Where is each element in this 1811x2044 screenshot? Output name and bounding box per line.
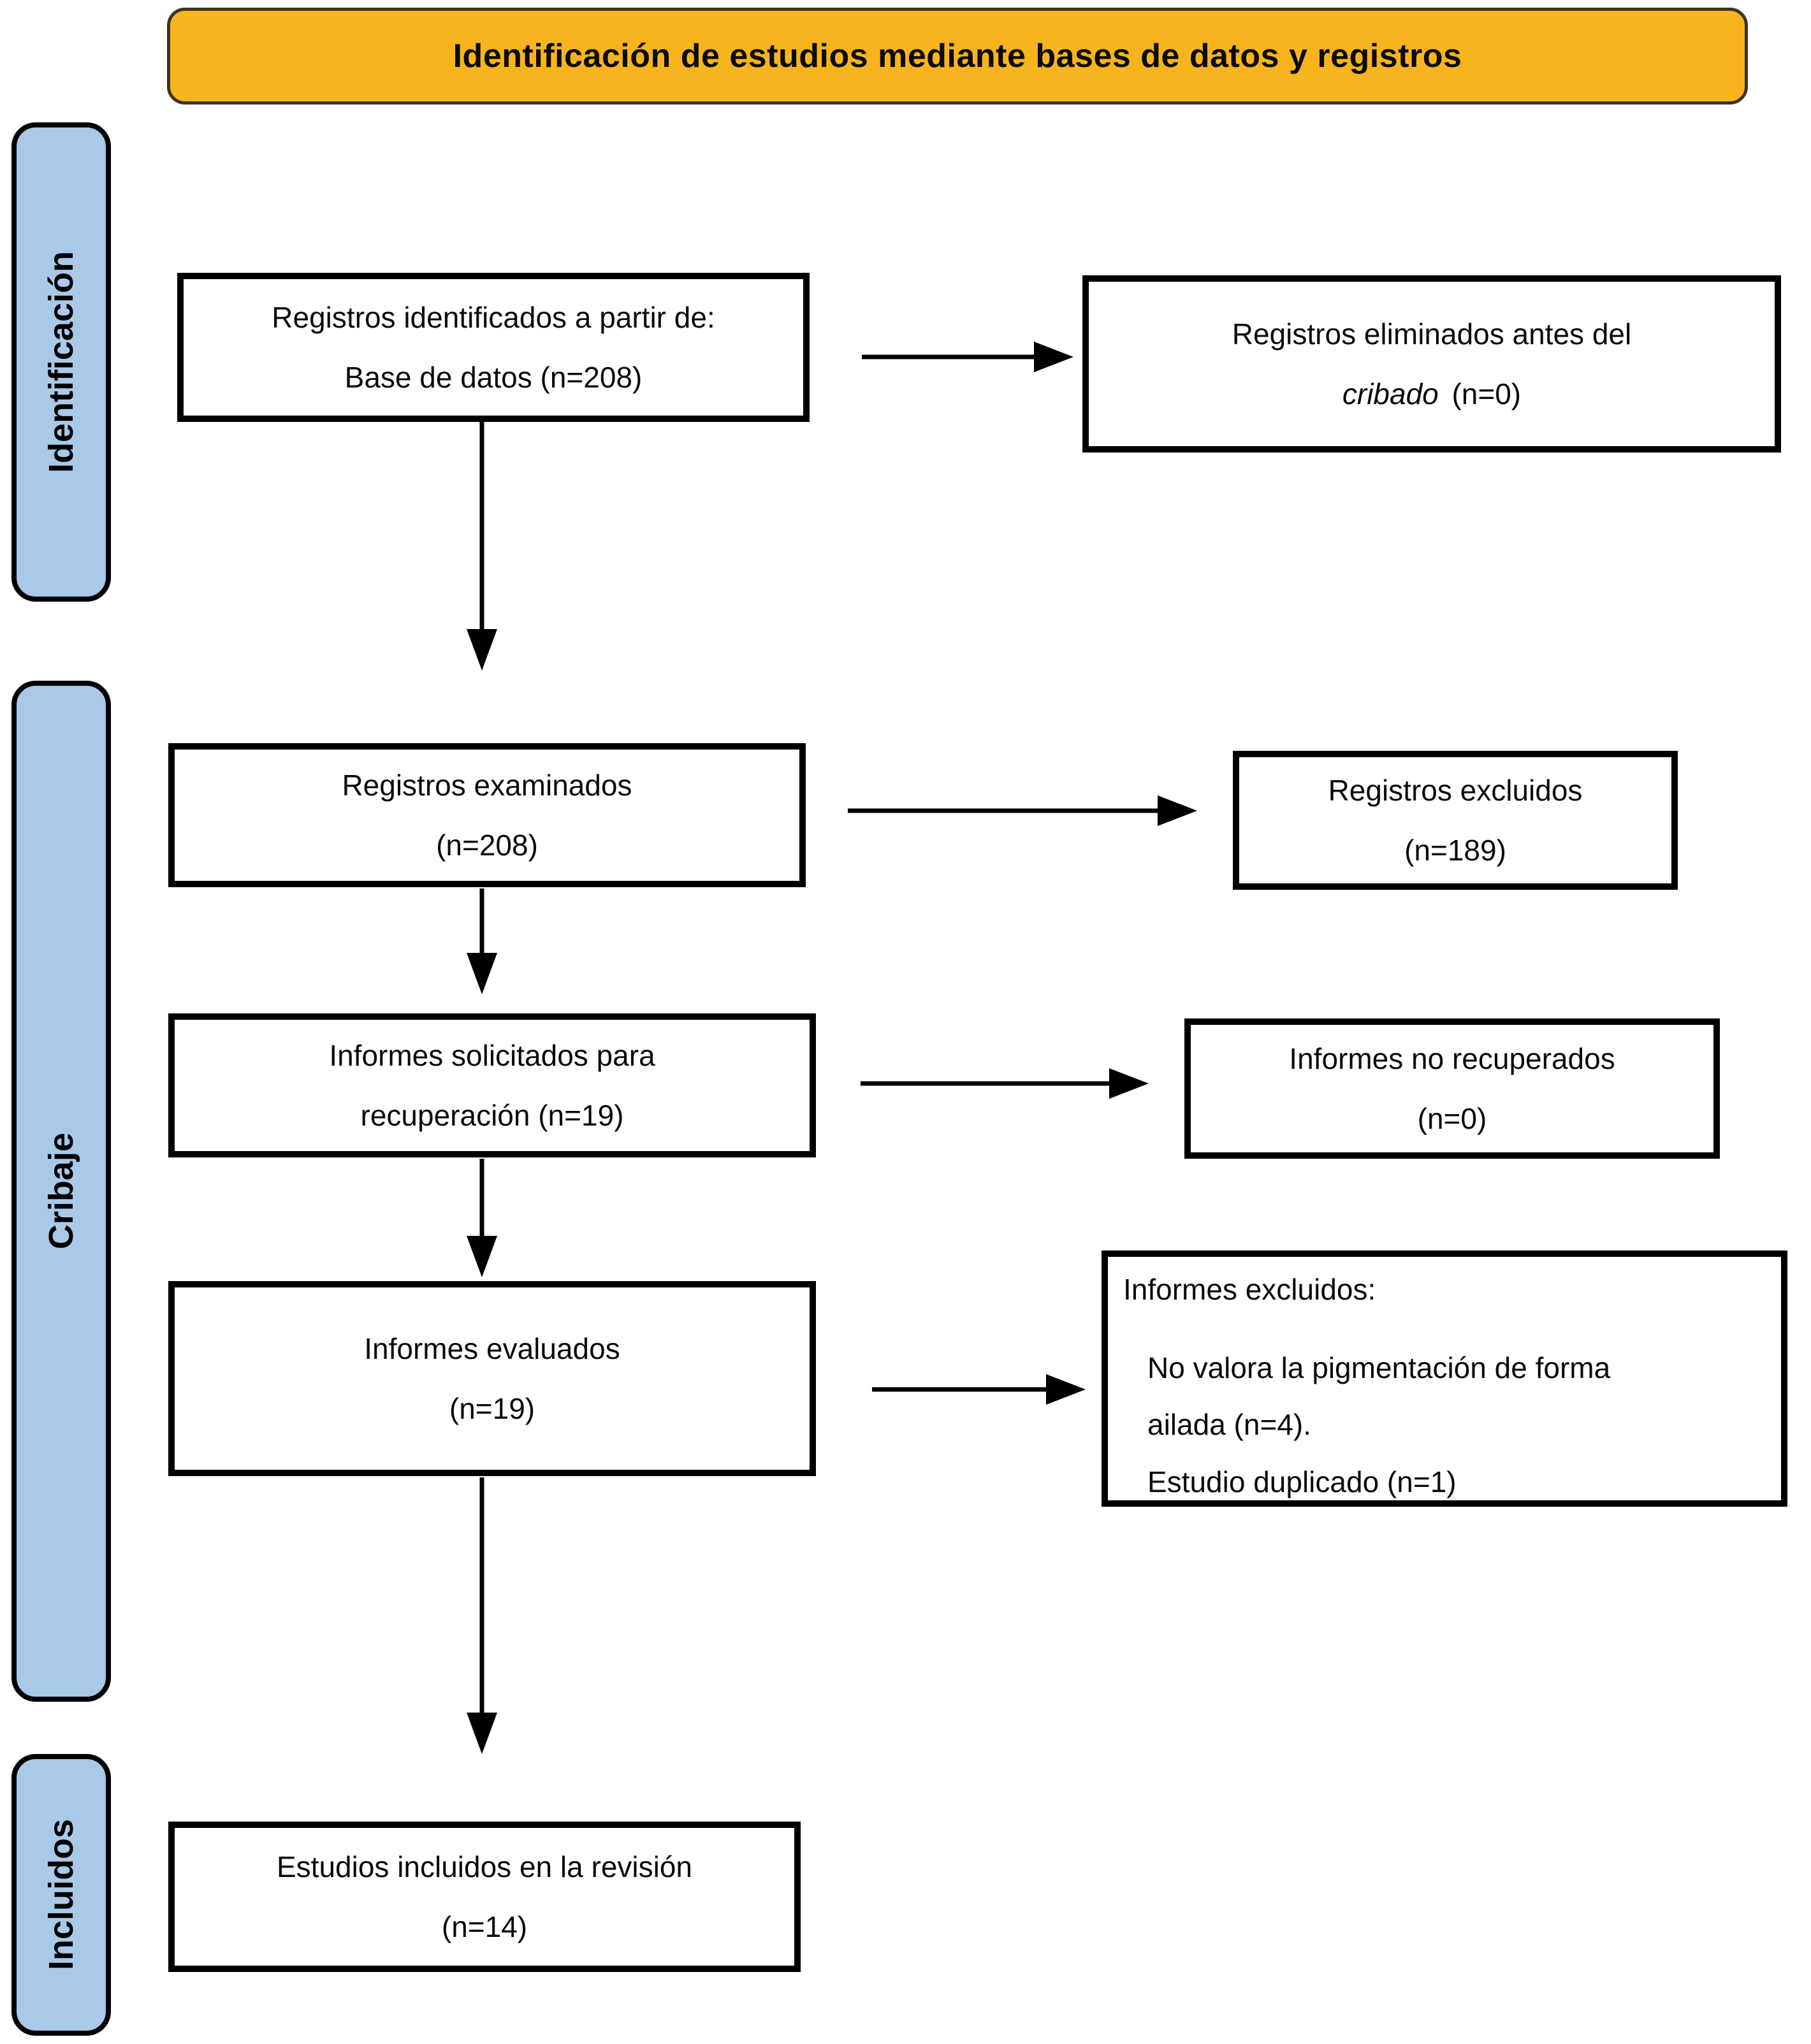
flowbox-reports-excluded: Informes excluidos: No valora la pigment… bbox=[1102, 1250, 1787, 1507]
flowbox-records-identified: Registros identificados a partir de: Bas… bbox=[177, 273, 810, 422]
arrow-stem bbox=[872, 1387, 1049, 1392]
reports-excluded-reason1: No valora la pigmentación de forma ailad… bbox=[1147, 1351, 1611, 1442]
arrow-right-icon bbox=[1046, 1374, 1086, 1405]
arrow-right-icon bbox=[1109, 1068, 1149, 1099]
reports-excluded-reason2: Estudio duplicado (n=1) bbox=[1147, 1465, 1457, 1499]
arrow-down-icon bbox=[467, 1236, 497, 1277]
arrow-right-icon bbox=[1034, 342, 1073, 372]
arrow-stem bbox=[479, 422, 484, 629]
stage-screening-text: Cribaje bbox=[42, 1133, 80, 1250]
studies-included-line1: Estudios incluidos en la revisión bbox=[276, 1850, 693, 1883]
stage-included-text: Incluidos bbox=[42, 1819, 80, 1971]
arrow-stem bbox=[862, 354, 1036, 359]
arrow-stem bbox=[479, 888, 484, 953]
records-screened-line2: (n=208) bbox=[436, 829, 538, 862]
arrow-stem bbox=[479, 1477, 484, 1713]
reports-sought-line2: recuperación (n=19) bbox=[360, 1099, 624, 1132]
flowbox-records-screened: Registros examinados (n=208) bbox=[168, 743, 806, 887]
records-removed-cribado: cribado bbox=[1342, 377, 1439, 410]
arrow-screened-to-sought bbox=[463, 888, 500, 994]
arrow-stem bbox=[848, 808, 1160, 813]
banner-title: Identificación de estudios mediante base… bbox=[453, 38, 1462, 75]
records-screened-line1: Registros examinados bbox=[342, 768, 632, 802]
reports-assessed-line2: (n=19) bbox=[449, 1392, 535, 1425]
reports-not-retrieved-line2: (n=0) bbox=[1417, 1102, 1487, 1135]
reports-assessed-line1: Informes evaluados bbox=[364, 1331, 620, 1365]
arrow-down-icon bbox=[467, 629, 497, 670]
flowbox-studies-included: Estudios incluidos en la revisión (n=14) bbox=[168, 1822, 801, 1972]
flowbox-records-removed: Registros eliminados antes del cribado (n… bbox=[1082, 275, 1781, 453]
records-excluded-line1: Registros excluidos bbox=[1328, 773, 1583, 807]
reports-sought-line1: Informes solicitados para bbox=[329, 1038, 655, 1072]
arrow-sought-to-assessed bbox=[463, 1159, 500, 1277]
reports-excluded-reasons: No valora la pigmentación de forma ailad… bbox=[1147, 1340, 1683, 1511]
stage-label-screening: Cribaje bbox=[11, 681, 111, 1702]
arrow-assessed-to-reports-excluded bbox=[872, 1371, 1086, 1408]
studies-included-line2: (n=14) bbox=[441, 1910, 528, 1943]
arrow-identified-to-screened bbox=[463, 422, 500, 670]
records-removed-count: (n=0) bbox=[1451, 377, 1522, 410]
flowbox-reports-not-retrieved: Informes no recuperados (n=0) bbox=[1184, 1018, 1720, 1159]
arrow-right-icon bbox=[1158, 795, 1197, 826]
banner: Identificación de estudios mediante base… bbox=[167, 8, 1748, 105]
flowbox-records-excluded: Registros excluidos (n=189) bbox=[1233, 751, 1678, 890]
reports-excluded-header: Informes excluidos: bbox=[1123, 1273, 1376, 1306]
records-identified-line2: Base de datos (n=208) bbox=[344, 361, 643, 394]
stage-label-included: Incluidos bbox=[11, 1754, 111, 2036]
arrow-sought-to-not-retrieved bbox=[861, 1065, 1149, 1102]
records-identified-line1: Registros identificados a partir de: bbox=[272, 300, 715, 334]
stage-identification-text: Identificación bbox=[42, 250, 80, 474]
arrow-assessed-to-included bbox=[463, 1477, 500, 1754]
reports-not-retrieved-line1: Informes no recuperados bbox=[1289, 1041, 1615, 1075]
records-excluded-line2: (n=189) bbox=[1404, 834, 1506, 867]
flowbox-reports-sought: Informes solicitados para recuperación (… bbox=[168, 1013, 816, 1157]
records-removed-line2: cribado (n=0) bbox=[1342, 364, 1521, 424]
arrow-identified-to-removed bbox=[862, 338, 1073, 375]
flowbox-reports-assessed: Informes evaluados (n=19) bbox=[168, 1281, 816, 1476]
arrow-stem bbox=[479, 1159, 484, 1236]
arrow-stem bbox=[861, 1081, 1112, 1086]
arrow-down-icon bbox=[467, 953, 497, 994]
stage-label-identification: Identificación bbox=[11, 122, 111, 602]
arrow-down-icon bbox=[467, 1713, 497, 1754]
records-removed-line1: Registros eliminados antes del bbox=[1232, 317, 1632, 351]
arrow-screened-to-excluded bbox=[848, 792, 1197, 829]
